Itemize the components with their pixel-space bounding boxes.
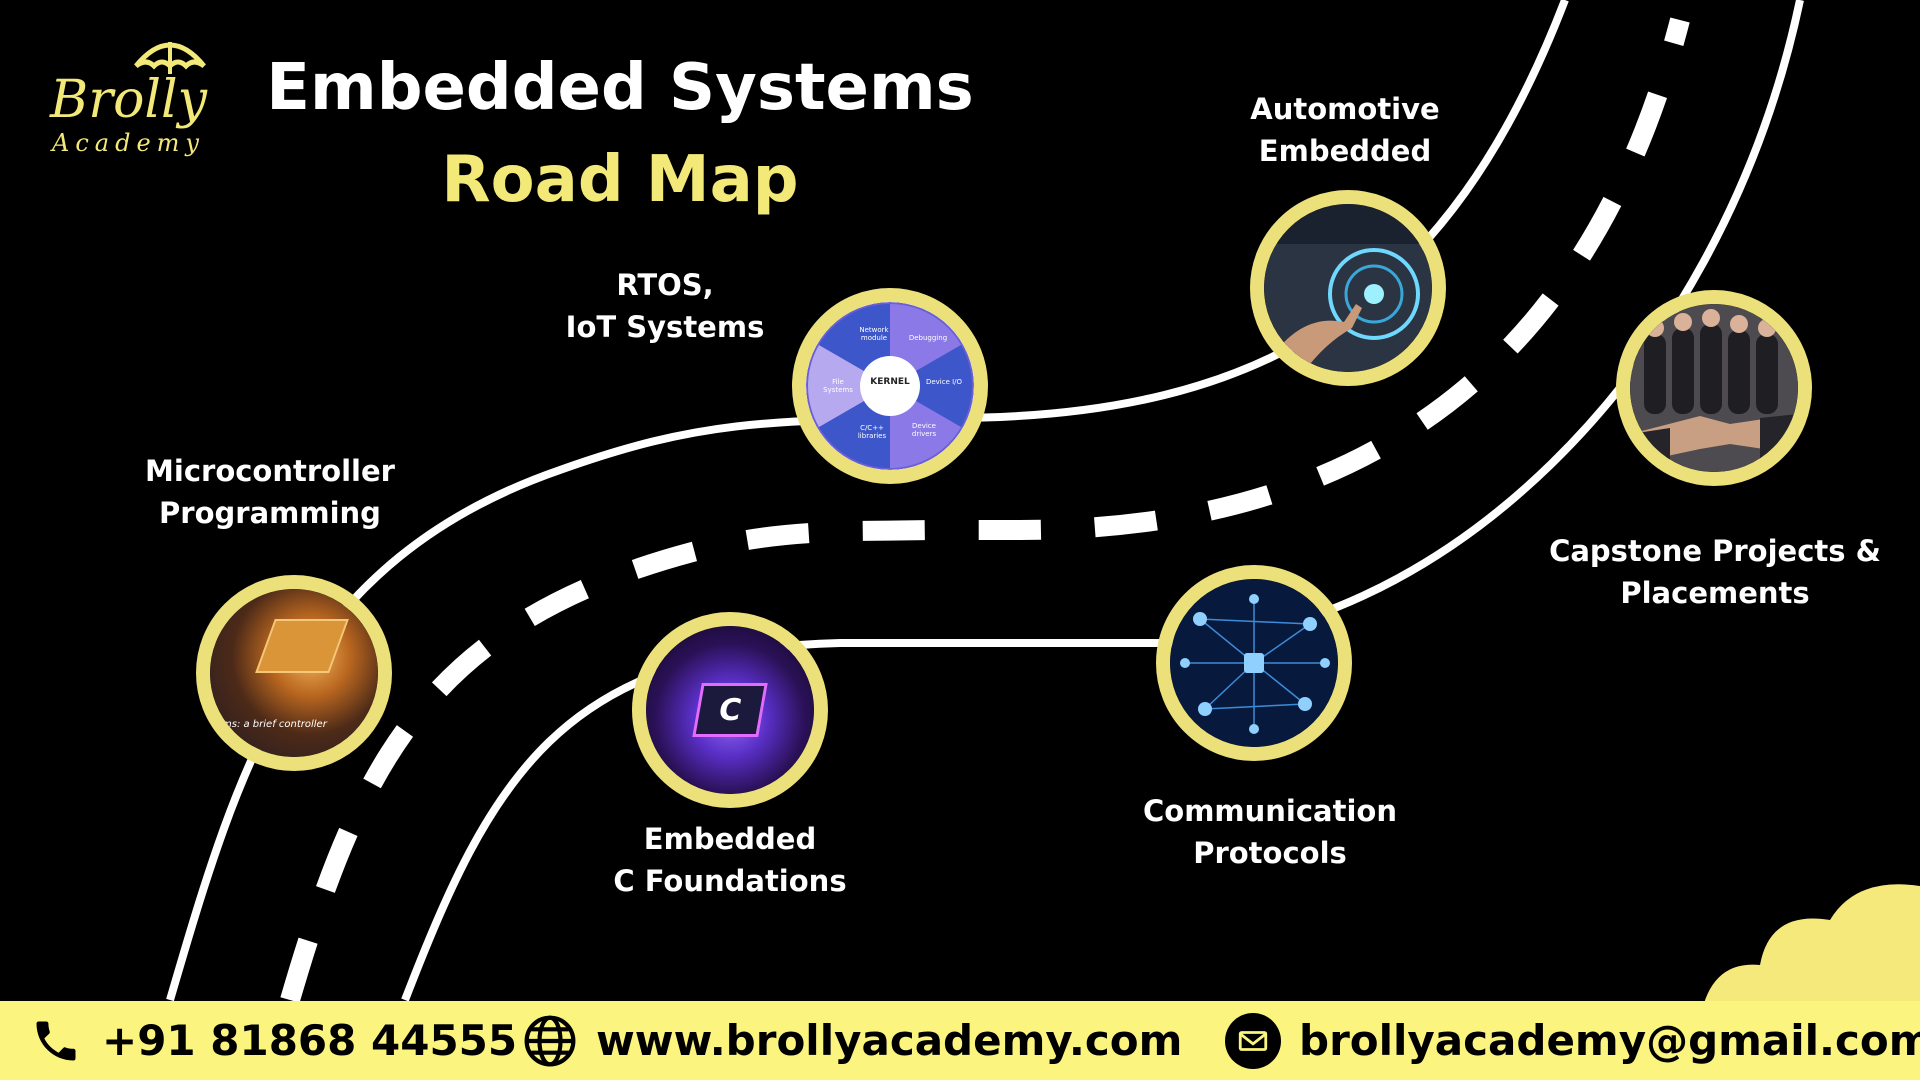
c-letter: C [692, 683, 768, 737]
milestone-label-line1: Automotive [1250, 92, 1440, 126]
milestone-node-rtos[interactable]: KERNEL Network module Debugging Device I… [792, 288, 988, 484]
website-url: www.brollyacademy.com [596, 1016, 1183, 1065]
cloud-decoration [1700, 884, 1920, 1020]
milestone-label-line2: IoT Systems [565, 310, 765, 344]
kernel-segment-label: File Systems [823, 378, 853, 394]
milestone-label-communication: Communication Protocols [1130, 790, 1410, 874]
milestone-label-microcontroller: Microcontroller Programming [140, 450, 400, 534]
mail-icon [1225, 1012, 1281, 1069]
brand-subtitle: Academy [52, 129, 205, 157]
kernel-segment-label: Network module [859, 326, 889, 342]
email-address: brollyacademy@gmail.com [1299, 1016, 1920, 1065]
page-title: Embedded Systems [266, 51, 974, 125]
milestone-label-capstone: Capstone Projects & Placements [1545, 530, 1885, 614]
milestone-label-embedded-c: Embedded C Foundations [600, 818, 860, 902]
brand-logo[interactable]: Brolly Academy [40, 30, 220, 160]
email-contact[interactable]: brollyacademy@gmail.com [1225, 1001, 1920, 1080]
milestone-label-line2: Protocols [1193, 836, 1347, 870]
milestone-node-automotive[interactable] [1250, 190, 1446, 386]
c-chip-image: C [646, 626, 814, 794]
kernel-segment-label: C/C++ libraries [857, 424, 887, 440]
milestone-label-line1: Microcontroller [145, 454, 395, 488]
milestone-label-line1: Embedded [643, 822, 817, 856]
milestone-label-line2: C Foundations [613, 864, 847, 898]
microchip-image: ms: a brief controller [210, 589, 378, 757]
contact-footer: +91 81868 44555 www.brollyacademy.com br… [0, 1001, 1920, 1080]
network-image [1170, 579, 1338, 747]
milestone-node-embedded-c[interactable]: C [632, 612, 828, 808]
globe-icon [522, 1013, 578, 1069]
milestone-label-automotive: Automotive Embedded [1215, 88, 1475, 172]
handshake-image [1630, 304, 1798, 472]
website-contact[interactable]: www.brollyacademy.com [522, 1001, 1182, 1080]
kernel-diagram-image [806, 302, 974, 470]
milestone-label-rtos: RTOS, IoT Systems [545, 264, 785, 348]
brand-name: Brolly [50, 70, 208, 130]
phone-number: +91 81868 44555 [102, 1016, 518, 1065]
chip-caption: ms: a brief controller [222, 719, 327, 730]
kernel-segment-label: Debugging [908, 334, 948, 342]
milestone-label-line2: Programming [159, 496, 381, 530]
kernel-segment-label: Device drivers [911, 422, 937, 438]
milestone-label-line1: Capstone Projects & [1549, 534, 1881, 568]
milestone-label-line1: Communication [1142, 794, 1397, 828]
page-subtitle: Road Map [441, 143, 799, 217]
kernel-center-label: KERNEL [870, 377, 910, 387]
milestone-label-line1: RTOS, [616, 268, 714, 302]
milestone-label-line2: Placements [1620, 576, 1810, 610]
milestone-node-communication[interactable] [1156, 565, 1352, 761]
milestone-label-line2: Embedded [1258, 134, 1432, 168]
milestone-node-microcontroller[interactable]: ms: a brief controller [196, 575, 392, 771]
umbrella-icon [134, 42, 206, 74]
phone-contact[interactable]: +91 81868 44555 [28, 1001, 517, 1080]
car-dashboard-image [1264, 204, 1432, 372]
kernel-segment-label: Device I/O [925, 378, 963, 386]
milestone-node-capstone[interactable] [1616, 290, 1812, 486]
phone-icon [28, 1013, 84, 1069]
